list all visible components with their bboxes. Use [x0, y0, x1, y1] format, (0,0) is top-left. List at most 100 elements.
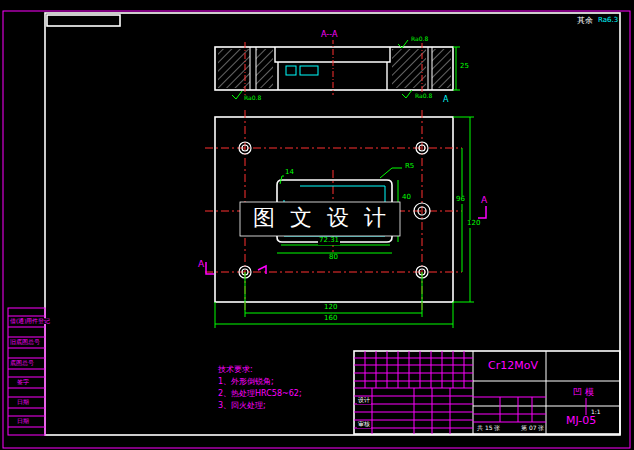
- watermark-box: [240, 202, 400, 236]
- drawing-label: 共 15 张: [476, 425, 501, 432]
- tb-grid: [398, 351, 399, 388]
- drawing-label: 25: [459, 63, 470, 71]
- drawing-label: Ra0.8: [414, 93, 433, 100]
- leader-line: [280, 176, 294, 184]
- tb-rule: [473, 406, 620, 407]
- strip-rule: [8, 377, 45, 378]
- roughness-symbol: [232, 91, 242, 99]
- tb-grid: [473, 397, 546, 398]
- strip-rule: [8, 337, 45, 338]
- tb-grid: [473, 414, 546, 415]
- left-strip: [8, 308, 45, 435]
- dim-ext: [453, 302, 454, 328]
- roughness-symbol: [402, 90, 412, 98]
- drawing-label: 签字: [16, 379, 30, 385]
- drawing-label: 其余: [576, 17, 594, 26]
- dim-ext: [245, 272, 246, 317]
- centerline: [205, 272, 462, 273]
- drawing-label: 80: [328, 254, 339, 262]
- tb-grid: [409, 351, 410, 388]
- drawing-label: 技术要求:: [217, 366, 254, 375]
- drawing-label: 3、回火处理;: [217, 402, 267, 411]
- centerline: [422, 42, 423, 95]
- drawing-label: 72.31: [318, 237, 340, 245]
- tb-grid: [372, 388, 373, 434]
- dim-line: [245, 313, 422, 314]
- pin-hole-edge: [256, 47, 257, 90]
- detail-mark: [286, 66, 296, 75]
- drawing-frame: [45, 13, 620, 435]
- tb-grid: [518, 397, 519, 422]
- detail-mark: [300, 66, 318, 75]
- pin-hole-edge: [250, 47, 251, 90]
- centerline: [333, 38, 334, 95]
- section-outline: [215, 47, 453, 90]
- drawing-label: 120: [466, 220, 481, 228]
- drawing-label: 第 07 张: [520, 425, 545, 432]
- tb-grid: [473, 422, 546, 423]
- strip-rule: [8, 427, 45, 428]
- hatch-area: [392, 49, 426, 88]
- dim-ext: [215, 302, 216, 328]
- strip-rule: [8, 369, 45, 370]
- section-mark: [258, 266, 266, 274]
- hatch-area: [432, 49, 451, 88]
- drawing-label: A--A: [320, 31, 338, 40]
- dim-line: [470, 117, 471, 302]
- dim-ext: [453, 117, 474, 118]
- drawing-label: 120: [323, 304, 338, 312]
- strip-rule: [8, 397, 45, 398]
- drawing-label: 40: [401, 194, 412, 202]
- pin-hole-inner: [418, 207, 426, 215]
- section-arrow: [478, 206, 486, 218]
- drawing-label: 日期: [16, 399, 30, 405]
- tb-grid: [464, 351, 465, 388]
- strip-rule: [8, 388, 45, 389]
- drawing-label: 日期: [16, 418, 30, 424]
- tb-grid: [387, 351, 388, 388]
- dim-ext: [453, 47, 460, 48]
- drawing-label: Ra6.3: [597, 17, 619, 25]
- tb-grid: [354, 358, 473, 359]
- drawing-label: 底图总号: [9, 360, 35, 366]
- tb-grid: [431, 351, 432, 388]
- centerline: [245, 42, 246, 95]
- strip-rule: [8, 358, 45, 359]
- drawing-label: 14: [284, 169, 295, 177]
- drawing-label: 96: [455, 196, 466, 204]
- screw-hole-inner: [242, 145, 248, 151]
- drawing-label: 1、外形倒锐角;: [217, 378, 275, 387]
- tb-grid: [354, 381, 473, 382]
- drawing-label: 旧底图总号: [9, 339, 41, 345]
- strip-rule: [8, 348, 45, 349]
- drawing-label: 借(通)用件登记: [9, 318, 51, 324]
- strip-rule: [8, 327, 45, 328]
- sheet-border: [3, 11, 630, 448]
- section-arrow: [206, 262, 214, 274]
- dim-ext: [453, 302, 474, 303]
- leader-line: [380, 168, 402, 178]
- drawing-label: 设计: [357, 397, 371, 404]
- tb-grid: [442, 351, 443, 388]
- dim-ext: [422, 272, 423, 317]
- dim-line: [215, 324, 453, 325]
- drawing-label: A: [480, 196, 488, 206]
- drawing-label: R5: [404, 163, 415, 171]
- roughness-symbol: [398, 40, 408, 48]
- tb-grid: [450, 388, 451, 434]
- drawing-label: 2、热处理HRC58~62;: [217, 390, 303, 399]
- centerline: [205, 148, 462, 149]
- corner-tab: [47, 15, 120, 26]
- tb-grid: [376, 351, 377, 388]
- tb-grid: [500, 397, 501, 422]
- pin-hole: [414, 203, 430, 219]
- dim-ext: [453, 90, 460, 91]
- drawing-label: Cr12MoV: [487, 360, 539, 372]
- tb-grid: [432, 388, 433, 434]
- drawing-label: Ra0.8: [243, 95, 262, 102]
- tb-grid: [420, 351, 421, 388]
- strip-rule: [8, 408, 45, 409]
- tb-grid: [532, 397, 533, 422]
- pin-hole-edge: [428, 47, 429, 90]
- tb-grid: [453, 351, 454, 388]
